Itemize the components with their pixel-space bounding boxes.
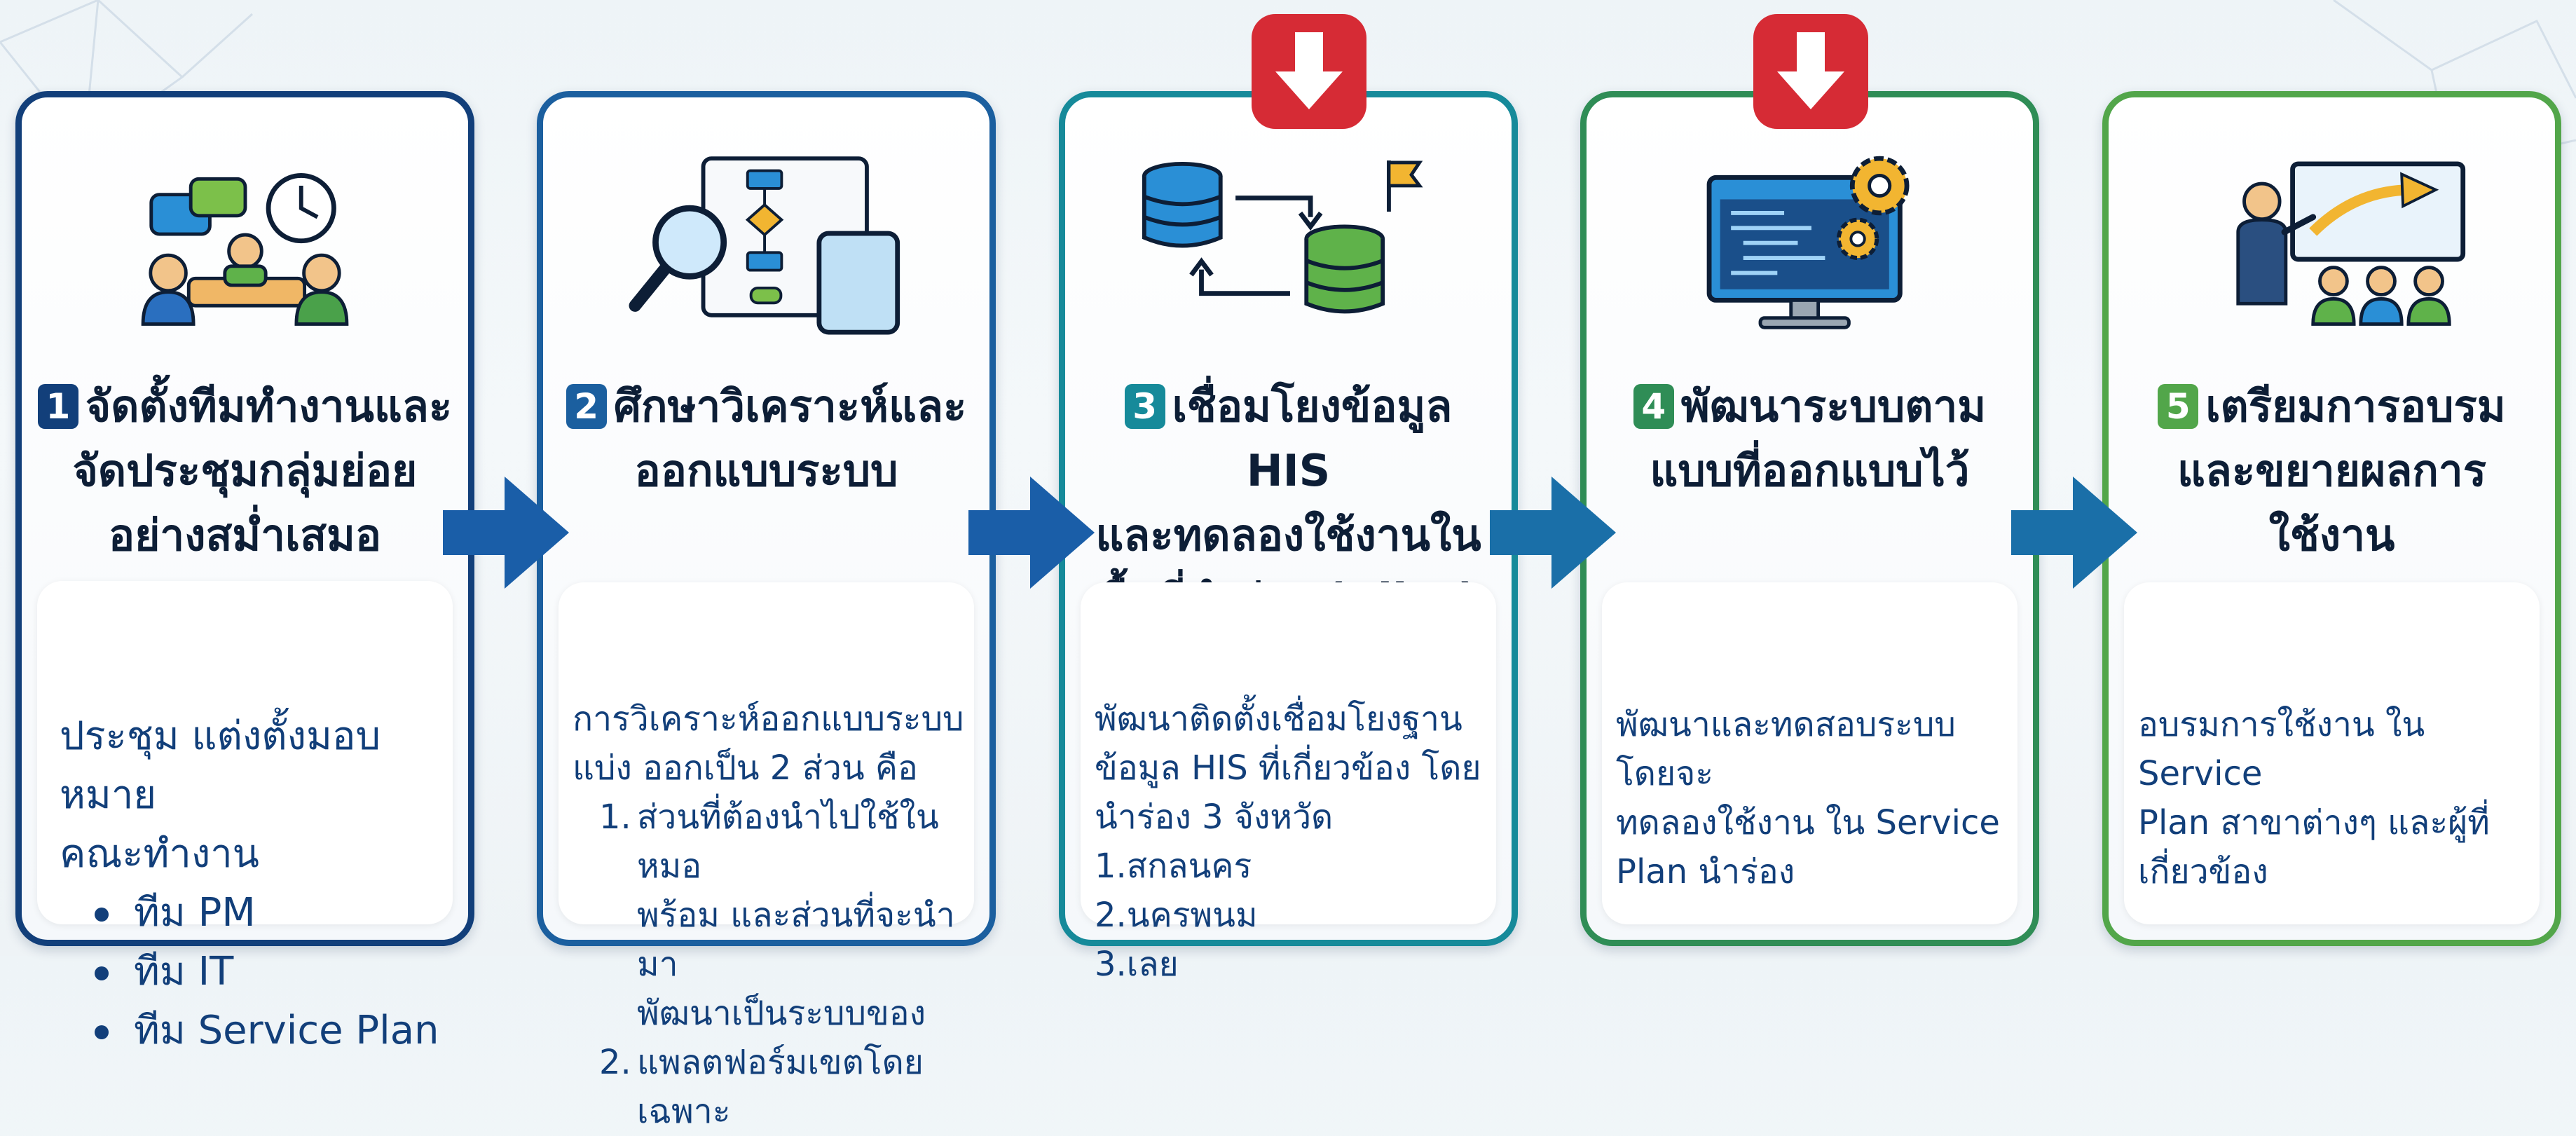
flow-arrow-icon [1490,477,1616,589]
flow-arrow-icon [443,477,569,589]
development-icon [1706,156,1910,329]
flow-arrow-icon [968,477,1095,589]
step-description-panel: พัฒนาติดตั้งเชื่อมโยงฐาน ข้อมูล HIS ที่เ… [1081,582,1496,984]
analysis-design-icon [629,156,900,335]
step-description: พัฒนาและทดสอบระบบ โดยจะ ทดลองใช้งาน ใน S… [1616,705,2000,891]
step-number-badge: 5 [2158,384,2199,429]
team-meeting-icon [141,173,349,326]
team-list: ทีม PM ทีม IT ทีม Service Plan [60,884,453,1060]
step-description-panel: พัฒนาและทดสอบระบบ โดยจะ ทดลองใช้งาน ใน S… [1602,582,2017,924]
step-description-panel: อบรมการใช้งาน ใน Service Plan สาขาต่างๆ … [2124,582,2540,924]
step-card-3: 3เชื่อมโยงข้อมูล HIS และทดลองใช้งานใน พื… [1059,91,1518,984]
download-arrow-icon [1753,14,1868,129]
list-item: ทีม IT [95,943,453,1001]
step-description: พัฒนาติดตั้งเชื่อมโยงฐาน ข้อมูล HIS ที่เ… [1095,699,1481,984]
step-description: การวิเคราะห์ออกแบบระบบ แบ่ง ออกเป็น 2 ส่… [573,694,974,1136]
list-item: ทีม PM [95,884,453,943]
step-description: อบรมการใช้งาน ใน Service Plan สาขาต่างๆ … [2138,705,2490,891]
step-number-badge: 1 [37,384,78,429]
numbered-list: 1. ส่วนที่ต้องนำไปใช้ในหมอ พร้อม และส่วน… [573,793,974,1136]
database-sync-icon [1142,160,1423,314]
flow-arrow-icon [2011,477,2137,589]
step-description-panel: ประชุม แต่งตั้งมอบหมาย คณะทำงาน ทีม PM ท… [37,581,453,1053]
list-item: ทีม Service Plan [95,1001,453,1060]
step-number-badge: 2 [566,384,607,429]
step-number-badge: 3 [1124,384,1165,429]
step-number-badge: 4 [1633,384,1674,429]
list-item: 2. แพลตฟอร์มเขตโดยเฉพาะ [599,1043,924,1131]
list-item: 1. ส่วนที่ต้องนำไปใช้ในหมอ พร้อม และส่วน… [599,798,955,1033]
step-description-panel: การวิเคราะห์ออกแบบระบบ แบ่ง ออกเป็น 2 ส่… [559,582,974,1131]
download-arrow-icon [1252,14,1366,129]
training-icon [2236,161,2466,326]
step-description: ประชุม แต่งตั้งมอบหมาย คณะทำงาน ทีม PM ท… [60,707,453,1060]
